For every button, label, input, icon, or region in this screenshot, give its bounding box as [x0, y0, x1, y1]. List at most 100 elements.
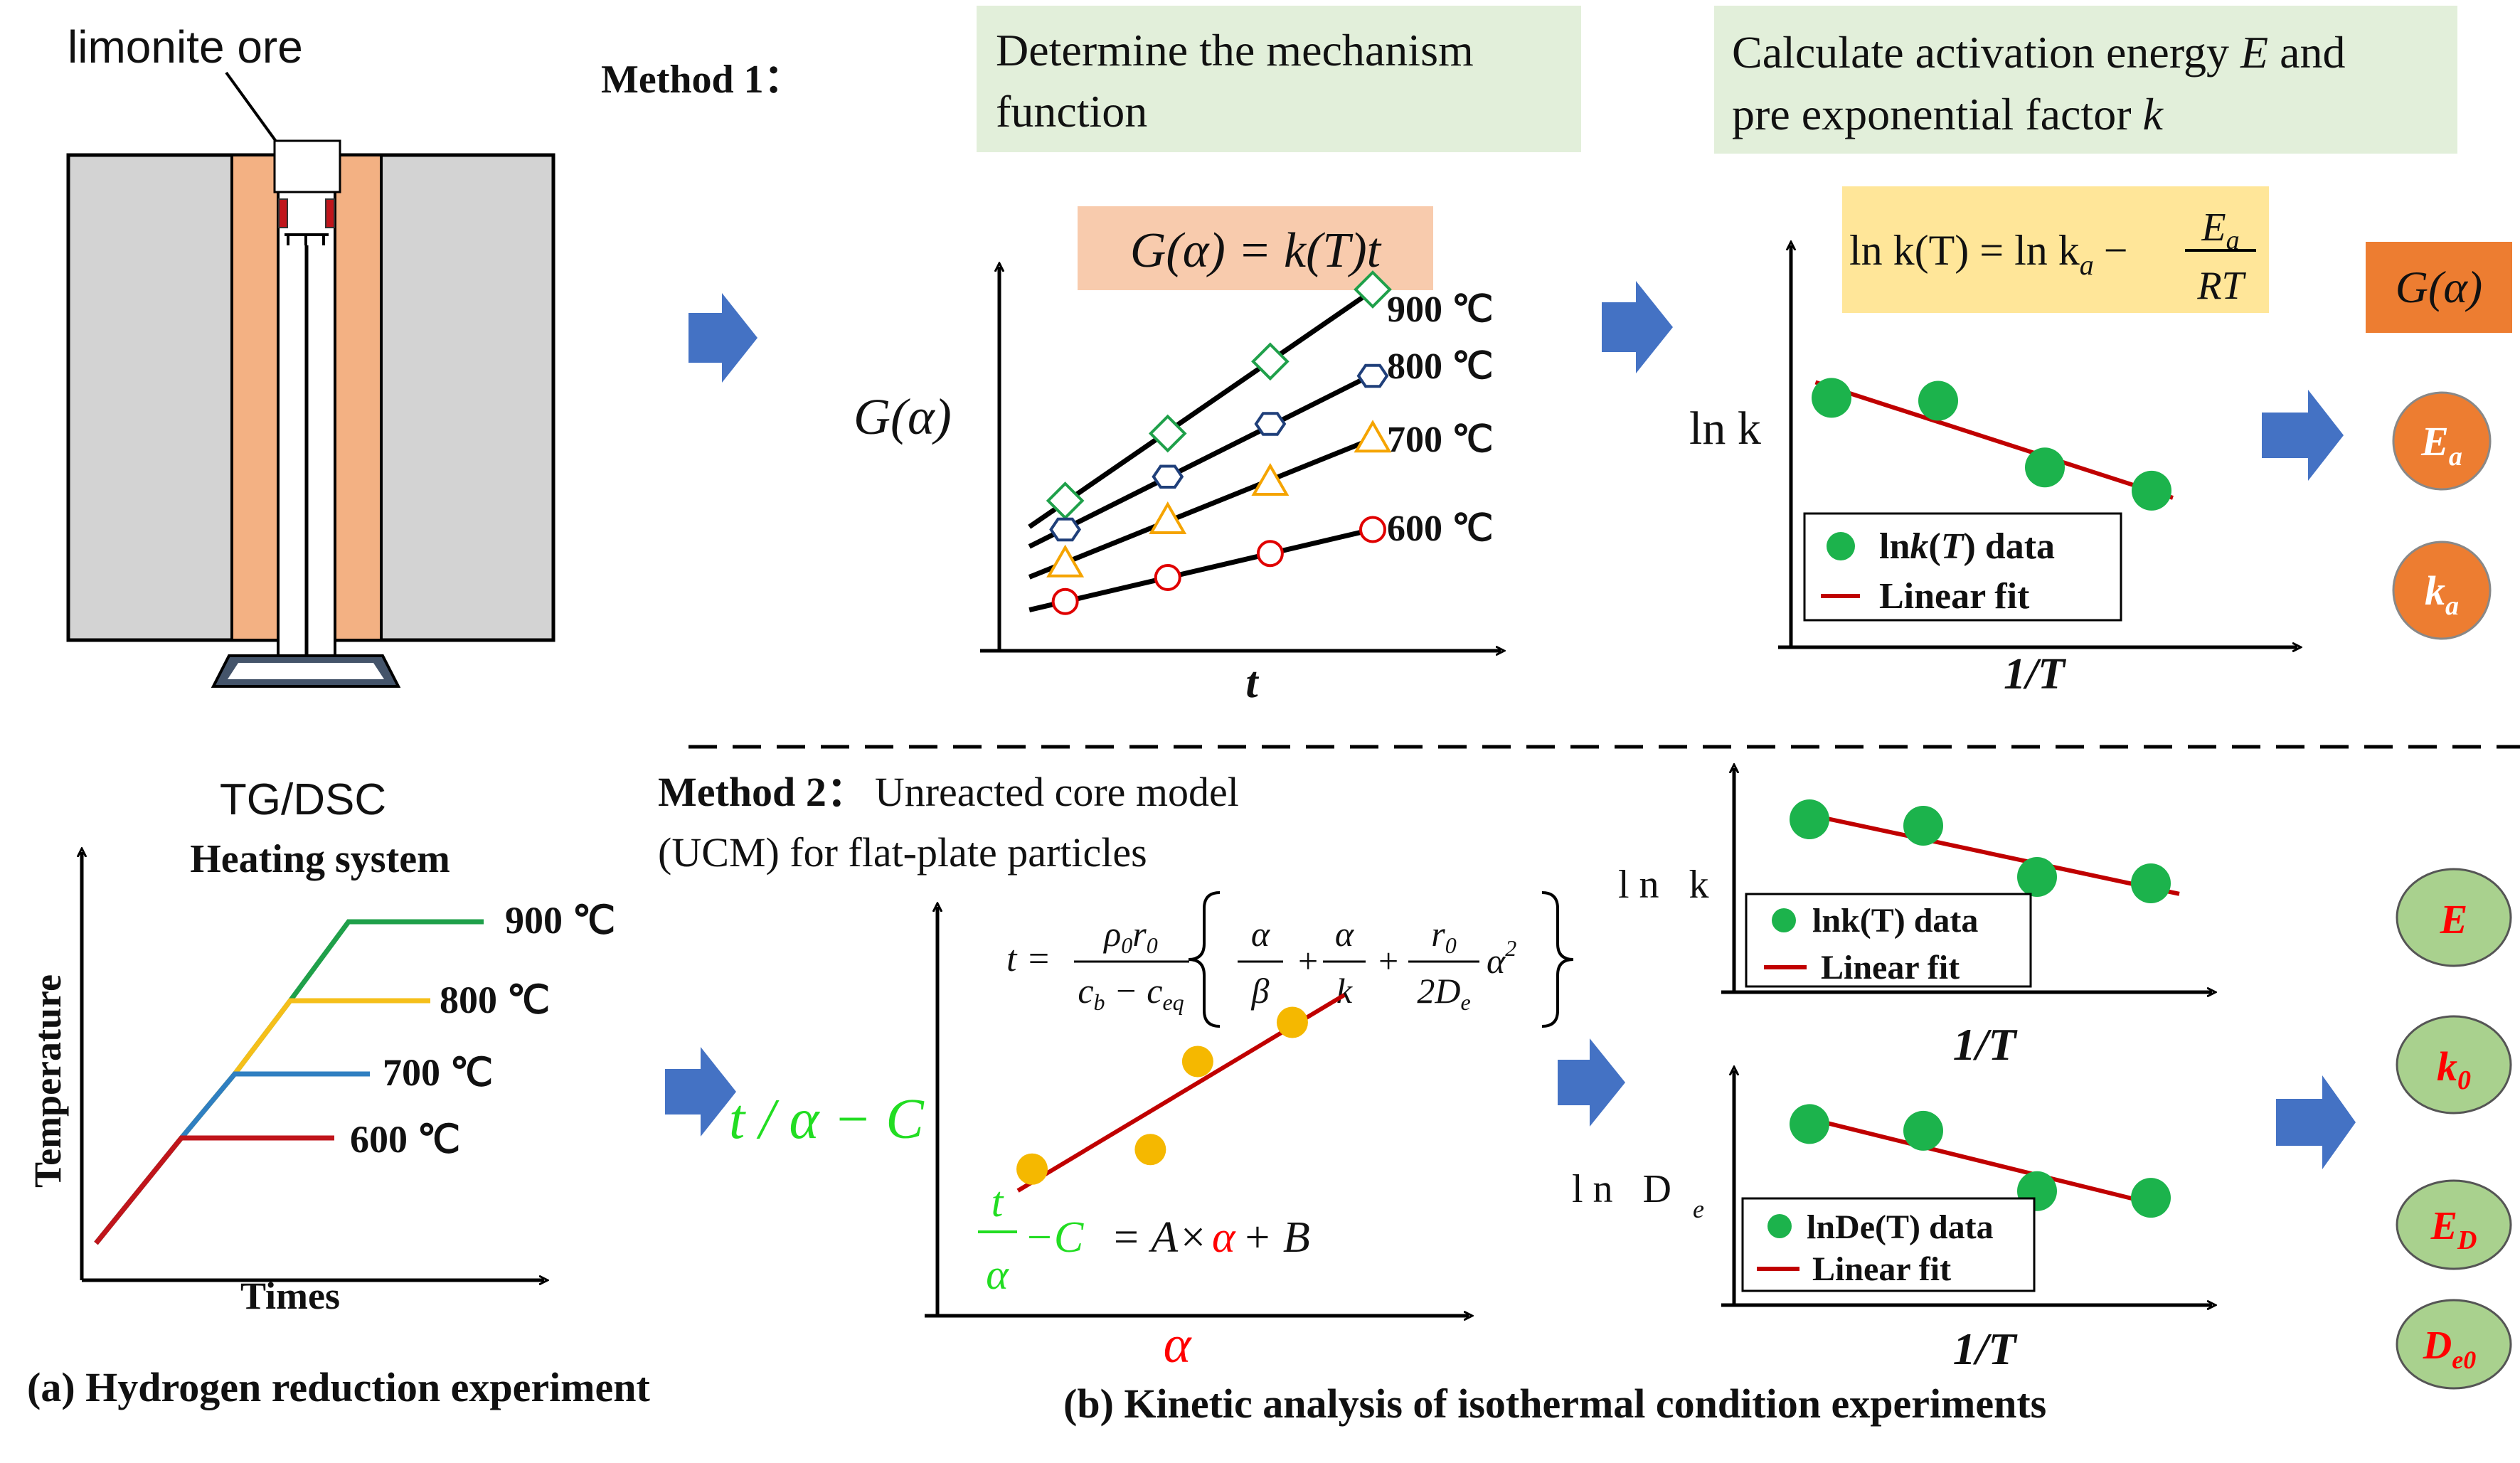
result-de0-ellipse — [2396, 1299, 2512, 1390]
ucm-point-0 — [1016, 1153, 1048, 1185]
ucm-y-label: t / α − C — [729, 1088, 925, 1151]
m2-lnk-y-label: l n k — [1618, 863, 1709, 907]
ucm-right-brace — [1541, 891, 1574, 1028]
activation-box — [1714, 6, 2457, 154]
ucm-denominator: cb − ceq — [1078, 971, 1184, 1015]
g-point-3-1 — [1154, 564, 1181, 591]
ucm-point-3 — [1276, 1006, 1308, 1038]
g-y-label: G(α) — [854, 388, 952, 445]
method1-label: Method 1： — [601, 58, 804, 102]
result-g-box — [2366, 242, 2512, 333]
g-x-label: t — [1245, 659, 1259, 707]
result-e-ellipse — [2396, 868, 2512, 967]
m2-lnk-fit-line — [1803, 812, 2180, 896]
ucm-t3-num: r0 — [1431, 914, 1456, 958]
temp-label-600: 600 ℃ — [350, 1118, 460, 1161]
arrhenius-numerator: Ea — [2201, 206, 2239, 255]
fit-eq-alpha-den: α — [986, 1251, 1009, 1298]
g-point-2-2 — [1251, 462, 1290, 496]
m2-lnk-chart — [1790, 799, 2180, 903]
result-e: E — [2440, 896, 2468, 942]
arrhenius-denominator: RT — [2196, 264, 2246, 308]
temp-label-800: 800 ℃ — [440, 979, 550, 1021]
m2-lnk-point-1 — [1903, 806, 1943, 846]
flow-arrow-5 — [1558, 1038, 1625, 1127]
mechanism-box — [977, 6, 1581, 152]
temp-x-label: Times — [240, 1275, 340, 1317]
result-k0-ellipse — [2396, 1015, 2512, 1114]
g-series-line-1 — [1028, 369, 1379, 549]
ucm-numerator: ρ0r0 — [1102, 914, 1157, 958]
method2-title-line1: Method 2：Unreacted core model — [658, 769, 1239, 815]
g-point-1-0 — [1049, 517, 1082, 542]
lnd-chart — [1790, 1104, 2171, 1218]
m2-lnk-x-label: 1/T — [1953, 1019, 2019, 1070]
fit-eq-t: t — [991, 1179, 1004, 1225]
caption-b: (b) Kinetic analysis of isothermal condi… — [1063, 1380, 2046, 1427]
lnk-point-3 — [2132, 470, 2171, 511]
temp-y-label: Temperature — [26, 974, 69, 1188]
ucm-plus1: + — [1298, 941, 1318, 981]
crucible-holder — [273, 139, 341, 193]
result-de0: De0 — [2423, 1324, 2476, 1374]
result-g: G(α) — [2396, 262, 2482, 312]
ucm-t1-num: α — [1251, 914, 1271, 954]
g-temp-700: 700 ℃ — [1387, 420, 1493, 460]
ucm-t2-num: α — [1335, 914, 1355, 954]
ucm-left-brace — [1188, 891, 1221, 1028]
lnk-point-1 — [1918, 381, 1958, 421]
m2-lnk-legend-data: lnk(T) data — [1812, 902, 1978, 940]
g-point-2-3 — [1354, 420, 1392, 453]
g-point-1-1 — [1152, 464, 1184, 489]
mechanism-line2: function — [996, 86, 1147, 137]
g-point-0-1 — [1148, 414, 1187, 453]
panel-a: limonite ore TG/DSC Heating system Tempe… — [26, 21, 650, 1410]
g-series-line-0 — [1028, 284, 1380, 529]
g-point-1-3 — [1356, 363, 1389, 388]
g-temp-900: 900 ℃ — [1387, 289, 1493, 330]
m2-lnk-point-2 — [2017, 857, 2057, 897]
result-ka: ka — [2425, 568, 2459, 621]
temp-label-700: 700 ℃ — [383, 1051, 493, 1094]
lnd-point-3 — [2131, 1178, 2171, 1218]
ucm-t3-den: 2De — [1417, 971, 1470, 1015]
g-series-line-3 — [1028, 526, 1379, 612]
m2-lnk-point-0 — [1790, 799, 1829, 839]
ucm-plus2: + — [1378, 941, 1398, 981]
fit-eq-rhs: = A×α+ B — [1111, 1213, 1310, 1262]
ucm-point-2 — [1181, 1046, 1213, 1078]
m2-lnk-legend-fit: Linear fit — [1821, 949, 1960, 986]
m2-lnk-legend — [1745, 893, 2032, 988]
heating-label: Heating system — [190, 837, 450, 881]
activation-line1: Calculate activation energy E and — [1732, 27, 2345, 78]
arrhenius-lhs: ln k(T) = ln ka− — [1849, 227, 2128, 281]
caption-a: (a) Hydrogen reduction experiment — [27, 1364, 650, 1410]
g-alpha-equation: G(α) = k(T)t — [1130, 223, 1382, 278]
lnd-legend-data: lnDe(T) data — [1807, 1208, 1994, 1246]
lnk-point-2 — [2025, 447, 2065, 488]
lnd-x-label: 1/T — [1953, 1324, 2019, 1374]
fit-eq-c: −C — [1024, 1213, 1084, 1262]
result-ed: ED — [2430, 1204, 2477, 1255]
lnd-legend-marker — [1767, 1214, 1792, 1238]
g-point-0-3 — [1354, 270, 1392, 309]
flow-arrow-2 — [1602, 281, 1673, 373]
g-temp-800: 800 ℃ — [1387, 346, 1493, 387]
lnk-y-label: ln k — [1689, 403, 1761, 454]
ucm-lhs: t = — [1006, 939, 1051, 979]
ucm-chart — [1016, 993, 1346, 1193]
activation-line2: pre exponential factor k — [1732, 89, 2164, 139]
g-alpha-chart — [1028, 270, 1392, 615]
lnd-fit-line — [1803, 1114, 2163, 1208]
lnk-fit-line — [1814, 380, 2174, 500]
lnk-legend-data: lnk(T) data — [1879, 526, 2055, 567]
result-ea-circle — [2392, 391, 2492, 491]
balance-base-inner — [228, 663, 384, 679]
flow-arrow-3 — [2262, 390, 2344, 481]
result-k0: k0 — [2437, 1043, 2471, 1095]
method2-title-line2: (UCM) for flat-plate particles — [658, 829, 1147, 876]
instrument-label: TG/DSC — [220, 775, 386, 824]
result-ed-ellipse — [2396, 1179, 2512, 1270]
lnk-x-label: 1/T — [2004, 650, 2066, 698]
